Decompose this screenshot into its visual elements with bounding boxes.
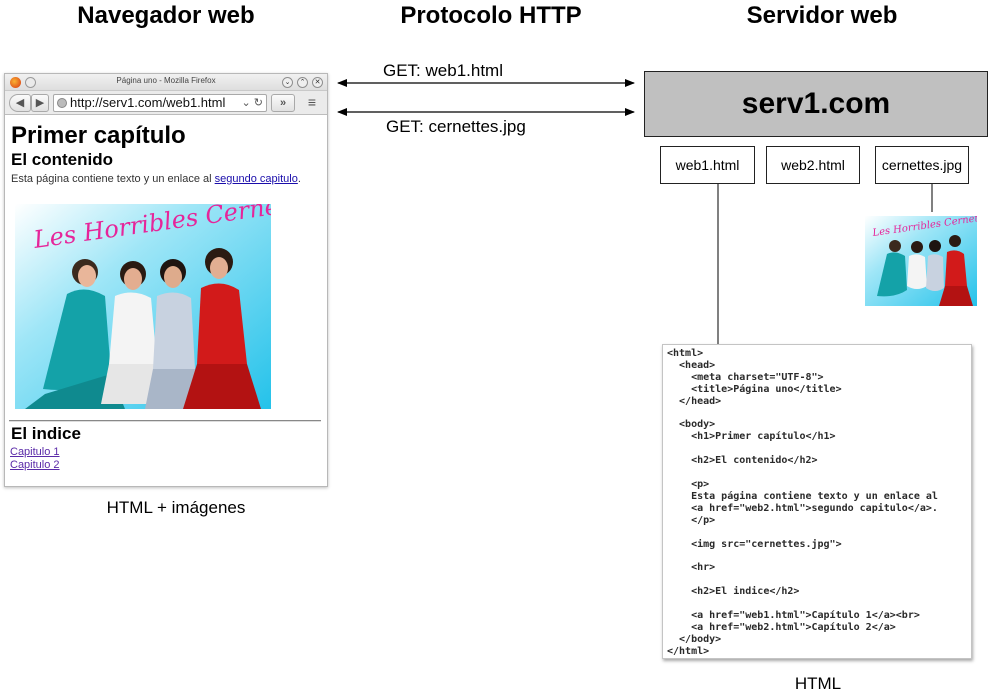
firefox-logo-icon <box>10 77 21 88</box>
request-label-1: GET: web1.html <box>383 61 503 80</box>
maximize-icon[interactable]: ⌃ <box>297 77 308 88</box>
request-label-2: GET: cernettes.jpg <box>386 117 526 136</box>
http-heading: Protocolo HTTP <box>400 2 582 29</box>
window-title: Página uno - Mozilla Firefox <box>116 76 216 85</box>
html-source-code: <html> <head> <meta charset="UTF-8"> <ti… <box>667 348 938 657</box>
navigation-toolbar: ◀ ▶ http://serv1.com/web1.html ⌄ ↻ » ≡ <box>5 91 327 115</box>
close-icon[interactable]: ✕ <box>312 77 323 88</box>
browser-caption: HTML + imágenes <box>106 498 246 517</box>
file-web1-html: web1.html <box>660 146 755 184</box>
browser-heading: Navegador web <box>77 2 255 29</box>
page-h2: El contenido <box>11 150 113 169</box>
url-text: http://serv1.com/web1.html <box>70 95 226 110</box>
url-controls-icon[interactable]: ⌄ ↻ <box>241 97 264 109</box>
page-paragraph: Esta página contiene texto y un enlace a… <box>11 171 327 187</box>
page-h1: Primer capítulo <box>11 122 186 149</box>
overflow-button[interactable]: » <box>271 94 295 112</box>
browser-window: Página uno - Mozilla Firefox ⌄ ⌃ ✕ ◀ ▶ h… <box>4 73 328 487</box>
file-web2-html: web2.html <box>766 146 860 184</box>
window-titlebar: Página uno - Mozilla Firefox ⌄ ⌃ ✕ <box>5 74 327 91</box>
back-button[interactable]: ◀ <box>9 94 31 112</box>
window-menu-icon[interactable] <box>25 77 36 88</box>
link-segundo-capitulo[interactable]: segundo capitulo <box>214 173 298 185</box>
file-cernettes-jpg: cernettes.jpg <box>875 146 969 184</box>
paragraph-text: Esta página contiene texto y un enlace a… <box>11 173 215 185</box>
server-box: serv1.com <box>644 71 988 137</box>
cernettes-photo: Les Horribles Cernettes <box>15 204 271 409</box>
page-h2-index: El indice <box>11 424 81 443</box>
forward-button[interactable]: ▶ <box>31 94 49 112</box>
html-caption: HTML <box>794 674 842 693</box>
html-source-panel: <html> <head> <meta charset="UTF-8"> <ti… <box>662 344 972 659</box>
paragraph-end: . <box>297 173 301 185</box>
index-links: Capitulo 1 Capitulo 2 <box>10 446 60 472</box>
page-content: Primer capítulo El contenido Esta página… <box>5 116 327 486</box>
menu-icon[interactable]: ≡ <box>307 94 317 110</box>
link-capitulo-2[interactable]: Capitulo 2 <box>10 459 60 471</box>
globe-icon <box>57 98 67 108</box>
url-bar[interactable]: http://serv1.com/web1.html ⌄ ↻ <box>53 94 267 112</box>
cernettes-thumbnail: Les Horribles Cernettes <box>865 216 977 306</box>
page-hr <box>9 420 321 422</box>
server-heading: Servidor web <box>746 2 898 29</box>
minimize-icon[interactable]: ⌄ <box>282 77 293 88</box>
link-capitulo-1[interactable]: Capitulo 1 <box>10 446 60 458</box>
